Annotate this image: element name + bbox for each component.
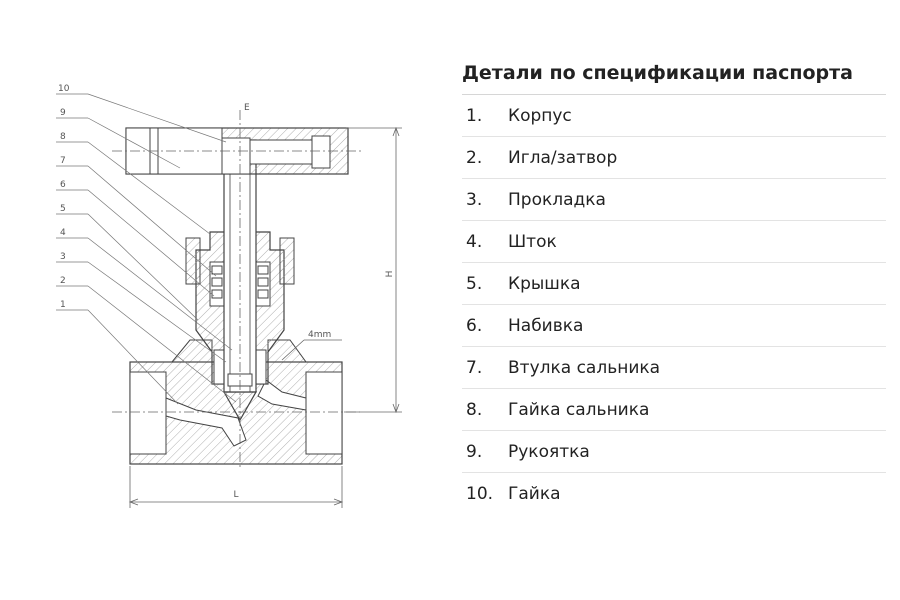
list-item: 1. Корпус (462, 95, 886, 137)
dimension-l-label: L (233, 490, 238, 500)
dimension-h (344, 126, 402, 414)
item-name: Корпус (508, 105, 572, 126)
item-number: 4. (466, 231, 483, 252)
dimension-e-label: E (244, 103, 250, 113)
center-lines (112, 110, 362, 470)
callout-7: 7 (60, 156, 66, 166)
item-name: Рукоятка (508, 441, 590, 462)
callout-9: 9 (60, 108, 66, 118)
dimension-l (128, 466, 344, 508)
callout-8: 8 (60, 132, 66, 142)
list-item: 6. Набивка (462, 305, 886, 347)
item-name: Набивка (508, 315, 584, 336)
item-name: Гайка (508, 483, 561, 504)
list-item: 3. Прокладка (462, 179, 886, 221)
hole-leader (281, 339, 342, 361)
item-name: Прокладка (508, 189, 606, 210)
item-name: Игла/затвор (508, 147, 618, 168)
callout-10: 10 (58, 84, 70, 94)
spec-title: Детали по спецификации паспорта (462, 62, 886, 95)
callout-5: 5 (60, 204, 66, 214)
callout-numbers: 10 9 8 7 6 5 4 3 2 1 (58, 84, 70, 310)
list-item: 7. Втулка сальника (462, 347, 886, 389)
item-number: 1. (466, 105, 483, 126)
list-item: 9. Рукоятка (462, 431, 886, 473)
item-name: Гайка сальника (508, 399, 650, 420)
callout-3: 3 (60, 252, 66, 262)
item-name: Крышка (508, 273, 581, 294)
valve-bonnet (185, 231, 295, 385)
callout-1: 1 (60, 300, 66, 310)
item-name: Втулка сальника (508, 357, 661, 378)
list-item: 4. Шток (462, 221, 886, 263)
callout-4: 4 (60, 228, 66, 238)
item-name: Шток (508, 231, 557, 252)
hole-size-label: 4mm (308, 330, 331, 340)
list-item: 5. Крышка (462, 263, 886, 305)
item-number: 9. (466, 441, 483, 462)
item-number: 5. (466, 273, 483, 294)
item-number: 2. (466, 147, 483, 168)
valve-drawing: H L E 4mm 10 9 8 7 6 5 4 3 2 (56, 84, 402, 508)
dimension-h-label: H (385, 271, 395, 278)
list-item: 2. Игла/затвор (462, 137, 886, 179)
item-number: 6. (466, 315, 483, 336)
item-number: 10. (466, 483, 494, 504)
list-item: 10. Гайка (462, 473, 886, 514)
item-number: 7. (466, 357, 483, 378)
item-number: 3. (466, 189, 483, 210)
list-item: 8. Гайка сальника (462, 389, 886, 431)
spec-panel: Детали по спецификации паспорта 1. Корпу… (462, 62, 886, 514)
item-number: 8. (466, 399, 483, 420)
callout-6: 6 (60, 180, 66, 190)
callout-2: 2 (60, 276, 66, 286)
spec-list: 1. Корпус 2. Игла/затвор 3. Прокладка 4.… (462, 95, 886, 514)
callout-leaders (56, 93, 237, 405)
